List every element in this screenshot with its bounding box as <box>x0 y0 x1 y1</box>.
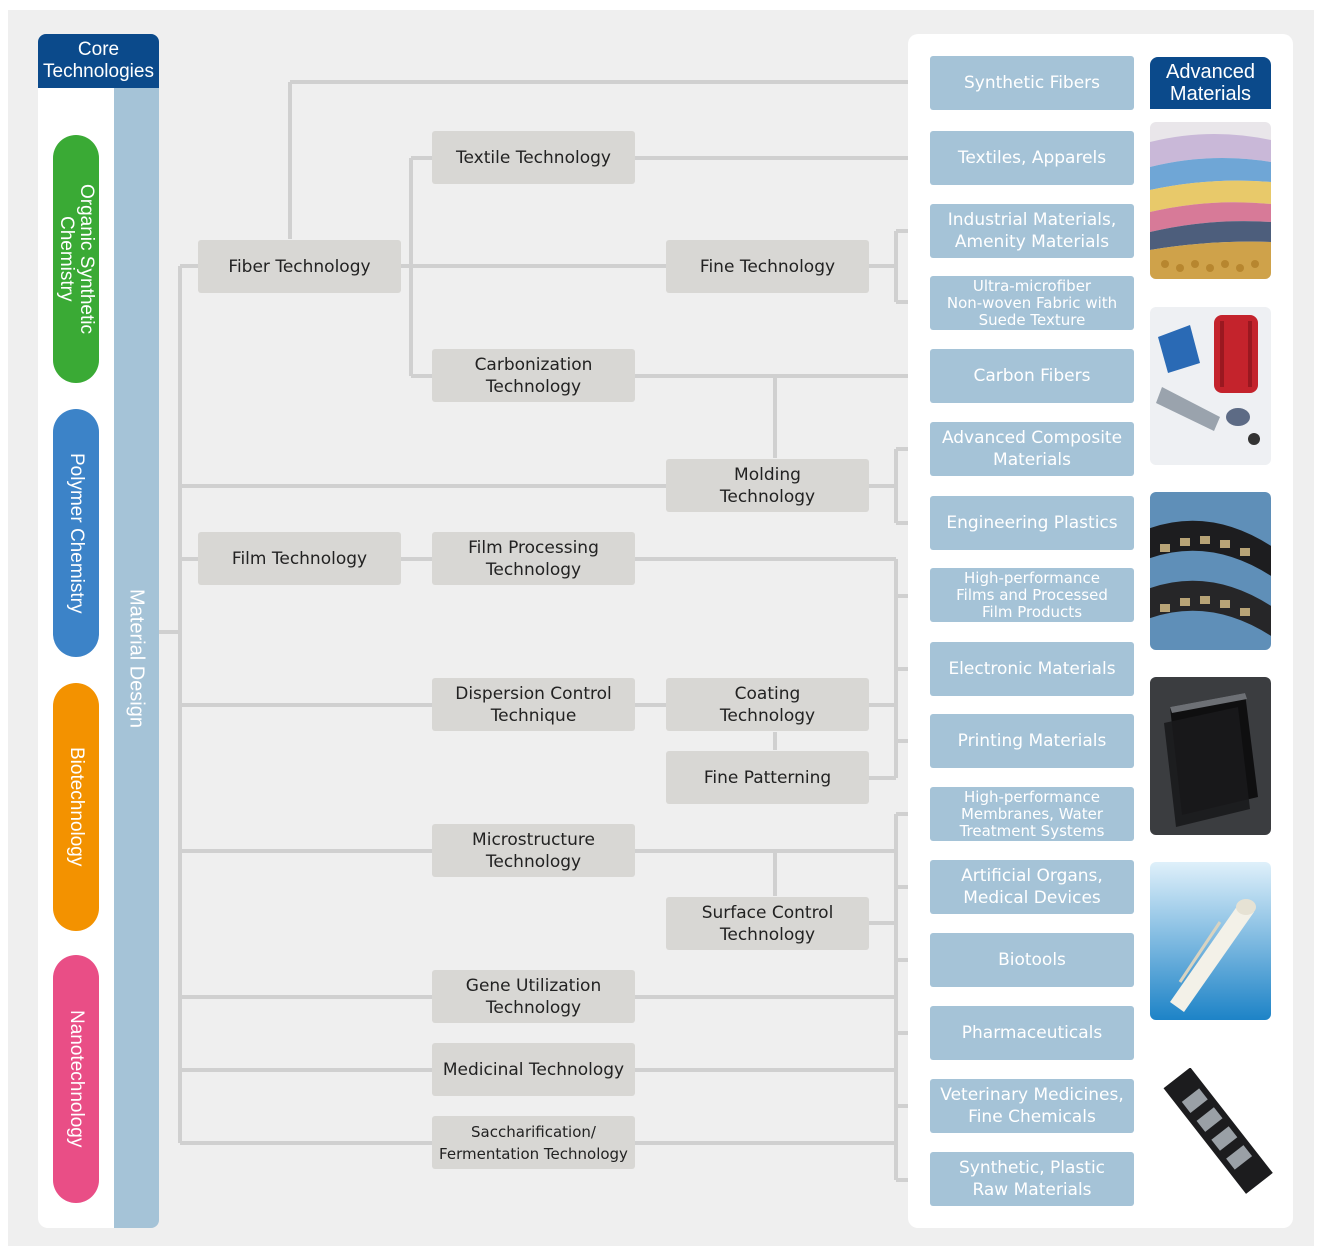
material-electronic: Electronic Materials <box>930 642 1134 696</box>
tech-film: Film Technology <box>198 532 401 585</box>
material-industrial: Industrial Materials, Amenity Materials <box>930 204 1134 258</box>
tech-molding: Molding Technology <box>666 459 869 512</box>
carbon-products-photo <box>1150 307 1271 465</box>
material-ultra-microfiber: Ultra-microfiber Non-woven Fabric with S… <box>930 276 1134 330</box>
chip-strip-photo <box>1158 1067 1278 1196</box>
core-technologies-header: Core Technologies <box>38 34 159 88</box>
membrane-module-photo <box>1150 862 1271 1020</box>
fabrics-photo <box>1150 122 1271 279</box>
tech-coating: Coating Technology <box>666 678 869 731</box>
tech-textile: Textile Technology <box>432 131 635 184</box>
core-pill-nanotechnology: Nanotechnology <box>53 955 99 1203</box>
material-engineering-plastics: Engineering Plastics <box>930 496 1134 550</box>
tech-fine-patterning: Fine Patterning <box>666 751 869 804</box>
core-pill-label: Organic Synthetic Chemistry <box>56 184 97 334</box>
material-design-bar: Material Design <box>114 88 159 1228</box>
material-artificial-organs: Artificial Organs, Medical Devices <box>930 860 1134 914</box>
material-biotools: Biotools <box>930 933 1134 987</box>
material-pharmaceuticals: Pharmaceuticals <box>930 1006 1134 1060</box>
tech-medicinal: Medicinal Technology <box>432 1043 635 1096</box>
material-synthetic-fibers: Synthetic Fibers <box>930 56 1134 110</box>
tech-microstructure: Microstructure Technology <box>432 824 635 877</box>
core-pill-label: Polymer Chemistry <box>66 452 87 614</box>
tech-dispersion-control: Dispersion Control Technique <box>432 678 635 731</box>
tech-fiber: Fiber Technology <box>198 240 401 293</box>
core-pill-organic: Organic Synthetic Chemistry <box>53 135 99 383</box>
material-raw-materials: Synthetic, Plastic Raw Materials <box>930 1152 1134 1206</box>
tech-carbonization: Carbonization Technology <box>432 349 635 402</box>
material-films: High-performance Films and Processed Fil… <box>930 568 1134 622</box>
material-textiles: Textiles, Apparels <box>930 131 1134 185</box>
tech-saccharification: Saccharification/ Fermentation Technolog… <box>432 1116 635 1169</box>
tech-gene-utilization: Gene Utilization Technology <box>432 970 635 1023</box>
material-membranes: High-performance Membranes, Water Treatm… <box>930 787 1134 841</box>
advanced-materials-header: Advanced Materials <box>1150 57 1271 109</box>
material-carbon-fibers: Carbon Fibers <box>930 349 1134 403</box>
material-design-label: Material Design <box>125 588 148 728</box>
tech-surface-control: Surface Control Technology <box>666 897 869 950</box>
material-advanced-composite: Advanced Composite Materials <box>930 422 1134 476</box>
film-reels-photo <box>1150 492 1271 650</box>
black-sheets-photo <box>1150 677 1271 835</box>
connector-lines <box>158 80 930 1182</box>
diagram-canvas: Core Technologies Material Design Organi… <box>8 10 1314 1246</box>
core-pill-label: Biotechnology <box>66 747 87 867</box>
core-pill-label: Nanotechnology <box>66 1010 87 1148</box>
core-pill-biotechnology: Biotechnology <box>53 683 99 931</box>
tech-fine: Fine Technology <box>666 240 869 293</box>
material-printing: Printing Materials <box>930 714 1134 768</box>
core-pill-polymer: Polymer Chemistry <box>53 409 99 657</box>
tech-film-processing: Film Processing Technology <box>432 532 635 585</box>
material-veterinary: Veterinary Medicines, Fine Chemicals <box>930 1079 1134 1133</box>
